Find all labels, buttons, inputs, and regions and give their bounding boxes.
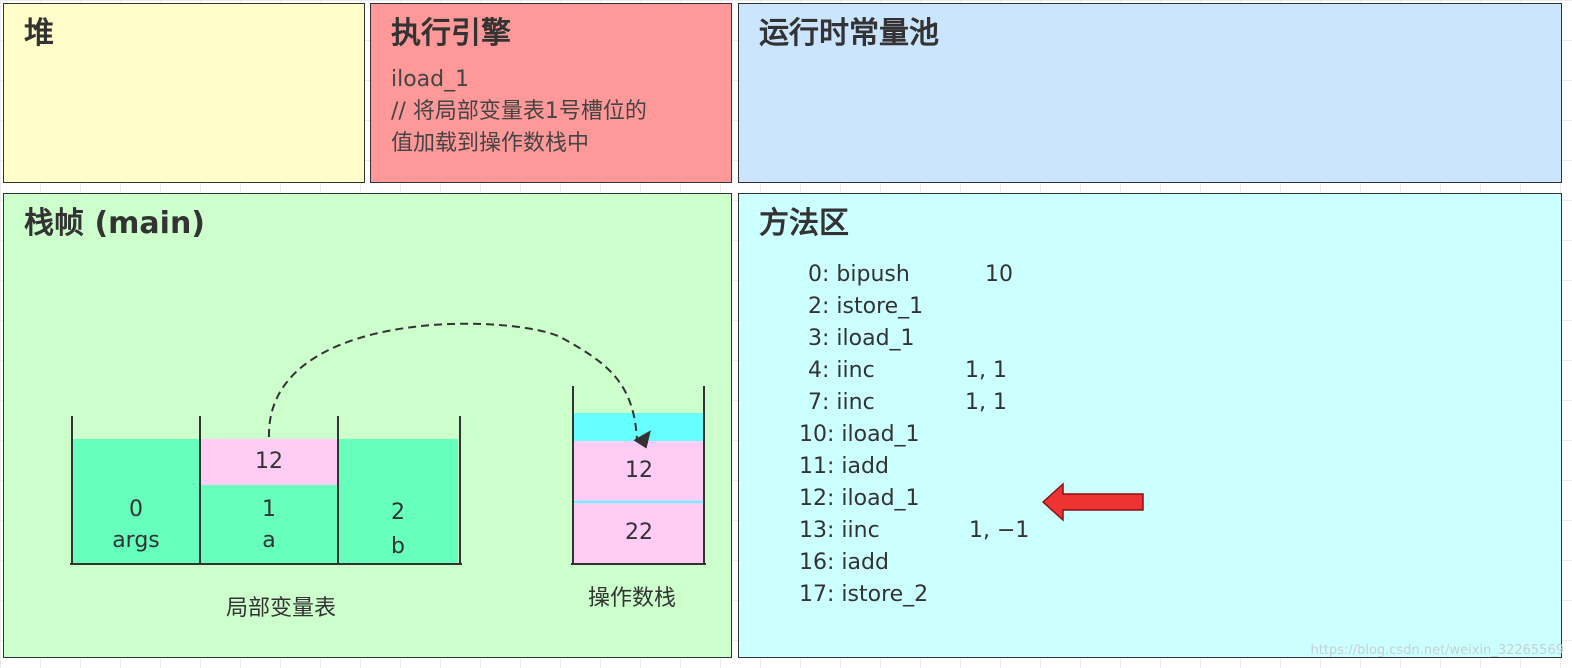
bytecode-op: istore_1 <box>836 294 924 319</box>
bytecode-offset: 11: <box>799 454 835 479</box>
bytecode-op: iadd <box>841 550 889 575</box>
bytecode-offset: 0: <box>808 262 830 287</box>
operand-stack-outline <box>571 386 706 565</box>
execution-engine-panel: 执行引擎 iload_1 // 将局部变量表1号槽位的 值加载到操作数栈中 <box>370 3 732 183</box>
bytecode-row: 10: iload_1 <box>799 422 920 447</box>
bytecode-row: 16: iadd <box>799 550 889 575</box>
load-transfer-arrow <box>267 322 651 449</box>
operand-stack-caption: 操作数栈 <box>588 586 677 611</box>
bytecode-row: 4: iinc <box>808 358 875 383</box>
slot-2-index: 2 <box>391 500 405 525</box>
constant-pool-panel: 运行时常量池 <box>738 3 1562 183</box>
slot-1-fill <box>200 485 338 563</box>
operand-stack-value: 12 <box>625 458 653 483</box>
bytecode-row: 0: bipush <box>808 262 910 287</box>
bytecode-offset: 12: <box>799 486 835 511</box>
watermark: https://blog.csdn.net/weixin_32265569 <box>1310 643 1564 658</box>
bytecode-offset: 10: <box>799 422 835 447</box>
slot-1-index: 1 <box>262 497 276 522</box>
operand-stack-top-fill <box>574 413 704 441</box>
bytecode-row: 7: iinc <box>808 390 875 415</box>
engine-title: 执行引擎 <box>391 16 511 51</box>
bytecode-offset: 2: <box>808 294 830 319</box>
heap-panel: 堆 <box>3 3 365 183</box>
engine-line: 值加载到操作数栈中 <box>391 131 590 156</box>
bytecode-arg: 1, −1 <box>969 518 1030 543</box>
slot-1-value: 12 <box>255 449 283 474</box>
bytecode-op: iload_1 <box>841 422 920 447</box>
bytecode-offset: 7: <box>808 390 830 415</box>
bytecode-offset: 16: <box>799 550 835 575</box>
method-area-title: 方法区 <box>759 206 849 241</box>
heap-title: 堆 <box>24 16 54 51</box>
engine-line: // 将局部变量表1号槽位的 <box>391 99 647 124</box>
engine-line: iload_1 <box>391 67 470 92</box>
slot-2-fill <box>338 439 458 563</box>
operand-stack-item-fill <box>574 441 704 501</box>
bytecode-op: iload_1 <box>841 486 920 511</box>
bytecode-arg: 1, 1 <box>965 390 1007 415</box>
bytecode-row: 17: istore_2 <box>799 582 928 607</box>
stack-frame-diagram <box>70 322 706 565</box>
bytecode-arg: 10 <box>985 262 1013 287</box>
stack-frame-title: 栈帧 (main) <box>24 206 206 241</box>
bytecode-row: 11: iadd <box>799 454 889 479</box>
bytecode-op: iinc <box>836 358 875 383</box>
stack-frame-panel: 栈帧 (main) 12 0 a <box>3 193 732 658</box>
bytecode-row: 2: istore_1 <box>808 294 923 319</box>
slot-1-name: a <box>262 528 276 553</box>
bytecode-arg: 1, 1 <box>965 358 1007 383</box>
bytecode-row: 3: iload_1 <box>808 326 915 351</box>
slot-0-name: args <box>112 528 160 553</box>
bytecode-offset: 4: <box>808 358 830 383</box>
current-instruction-arrow-icon <box>1041 482 1144 522</box>
operand-stack-item-fill <box>574 503 704 563</box>
slot-1-value-fill <box>200 439 338 485</box>
method-area-panel: 方法区 0: bipush 10 2: istore_1 3: iload_1 … <box>738 193 1562 658</box>
bytecode-op: iadd <box>841 454 889 479</box>
engine-description: iload_1 // 将局部变量表1号槽位的 值加载到操作数栈中 <box>391 64 647 160</box>
bytecode-row: 13: iinc <box>799 518 880 543</box>
bytecode-op: iload_1 <box>836 326 915 351</box>
slot-0-fill <box>72 439 200 563</box>
constant-pool-title: 运行时常量池 <box>759 16 939 51</box>
slot-2-name: b <box>391 534 405 559</box>
local-variable-table-outline <box>70 416 462 565</box>
bytecode-op: iinc <box>841 518 880 543</box>
bytecode-op: iinc <box>836 390 875 415</box>
slot-0-index: 0 <box>129 497 143 522</box>
operand-stack-value: 22 <box>625 520 653 545</box>
bytecode-row-current: 12: iload_1 <box>799 486 920 511</box>
bytecode-offset: 17: <box>799 582 835 607</box>
bytecode-op: istore_2 <box>841 582 929 607</box>
local-variable-table-caption: 局部变量表 <box>226 596 337 621</box>
bytecode-offset: 13: <box>799 518 835 543</box>
bytecode-op: bipush <box>836 262 910 287</box>
bytecode-offset: 3: <box>808 326 830 351</box>
